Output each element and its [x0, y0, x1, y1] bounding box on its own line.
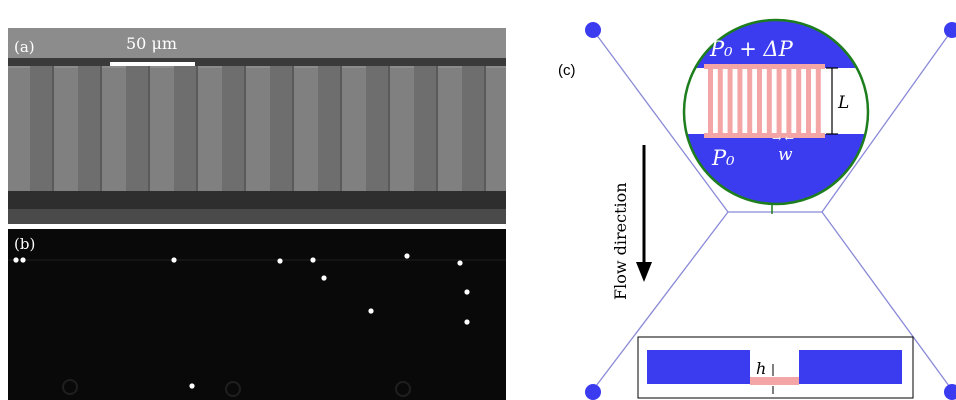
- constriction-bar: [747, 64, 753, 138]
- stripe: [414, 66, 436, 191]
- stripe-edge: [196, 66, 198, 191]
- schematic-svg: P₀ + ΔP P₀ L → ← w Flow direction h: [585, 18, 956, 400]
- stripe-edge: [340, 66, 342, 191]
- scale-bar-label: 50 μm: [126, 34, 178, 53]
- faint-edge: [8, 259, 506, 261]
- micrograph-b-svg: [8, 229, 506, 400]
- port-bottom-left: [585, 384, 601, 400]
- line-top-right: [821, 29, 953, 213]
- constriction-bar: [727, 64, 733, 138]
- debris: [62, 379, 78, 395]
- constriction-bar: [806, 64, 811, 138]
- stripe-edge: [292, 66, 294, 191]
- constriction-bar: [796, 64, 802, 138]
- panel-c-label: (c): [558, 62, 576, 79]
- micrograph-a-svg: [8, 28, 506, 224]
- port-bottom-right: [944, 384, 956, 400]
- flow-arrow-head: [636, 262, 652, 282]
- cross-section-gap: [750, 377, 799, 385]
- particle: [13, 257, 19, 263]
- stripe: [366, 66, 388, 191]
- stripe: [270, 66, 292, 191]
- particle: [321, 275, 327, 281]
- stripe-edge: [484, 66, 486, 191]
- stripe: [462, 66, 484, 191]
- particle: [277, 258, 283, 264]
- stripe-edge: [100, 66, 102, 191]
- constriction-array: [704, 64, 825, 138]
- constriction-bar: [737, 64, 743, 138]
- constriction-bar: [815, 64, 821, 138]
- stripe-edge: [244, 66, 246, 191]
- constriction-stripes: [30, 66, 486, 191]
- constriction-bar: [717, 64, 723, 138]
- constriction-cap-top: [704, 64, 825, 69]
- lower-reservoir: [8, 209, 506, 224]
- port-top-left: [585, 22, 601, 38]
- particle-field: [13, 253, 470, 397]
- constriction-bar: [786, 64, 792, 138]
- stripe: [126, 66, 148, 191]
- micrograph-b-bg: [8, 229, 506, 400]
- panel-b-label: (b): [14, 235, 36, 253]
- top-pressure-label: P₀ + ΔP: [709, 37, 794, 61]
- upper-wall-band: [8, 58, 506, 66]
- width-label: w: [778, 145, 793, 165]
- stripe-edge: [148, 66, 150, 191]
- stripe: [222, 66, 244, 191]
- particle: [20, 257, 26, 263]
- stripe-edge: [52, 66, 54, 191]
- particle: [189, 383, 195, 389]
- constriction-bar: [757, 64, 762, 138]
- micrograph-panel-b: (b): [8, 229, 506, 400]
- stripe: [318, 66, 340, 191]
- stripe-edge: [388, 66, 390, 191]
- flow-direction-label: Flow direction: [611, 182, 630, 300]
- line-top-left: [592, 29, 729, 213]
- line-bottom-left: [592, 211, 729, 391]
- constriction-bar: [776, 64, 782, 138]
- stripe: [30, 66, 52, 191]
- channel-lines: [592, 29, 953, 391]
- lower-wall-band: [8, 191, 506, 209]
- particle: [368, 308, 374, 314]
- particle: [464, 319, 470, 325]
- debris: [395, 381, 411, 397]
- stripe: [78, 66, 100, 191]
- micrograph-panel-a: (a) 50 μm: [8, 28, 506, 224]
- debris: [225, 381, 241, 397]
- port-top-right: [944, 22, 956, 38]
- particle: [171, 257, 177, 263]
- zoom-circle-outline: [682, 18, 870, 206]
- constriction-cap-bottom: [704, 133, 825, 138]
- width-arrows: → ←: [772, 132, 794, 145]
- particle: [457, 260, 463, 266]
- height-label: h: [756, 359, 766, 378]
- stripe: [174, 66, 196, 191]
- bottom-pressure-label: P₀: [711, 146, 735, 170]
- length-label: L: [837, 93, 849, 113]
- particle: [310, 257, 316, 263]
- constriction-bar: [708, 64, 713, 138]
- particle: [464, 289, 470, 295]
- constriction-bar: [766, 64, 772, 138]
- cross-section-left: [647, 350, 750, 384]
- constriction-region: [684, 68, 868, 134]
- line-bottom-right: [821, 211, 953, 391]
- stripe-edge: [436, 66, 438, 191]
- panel-a-label: (a): [14, 38, 35, 56]
- cross-section-right: [799, 350, 902, 384]
- particle: [404, 253, 410, 259]
